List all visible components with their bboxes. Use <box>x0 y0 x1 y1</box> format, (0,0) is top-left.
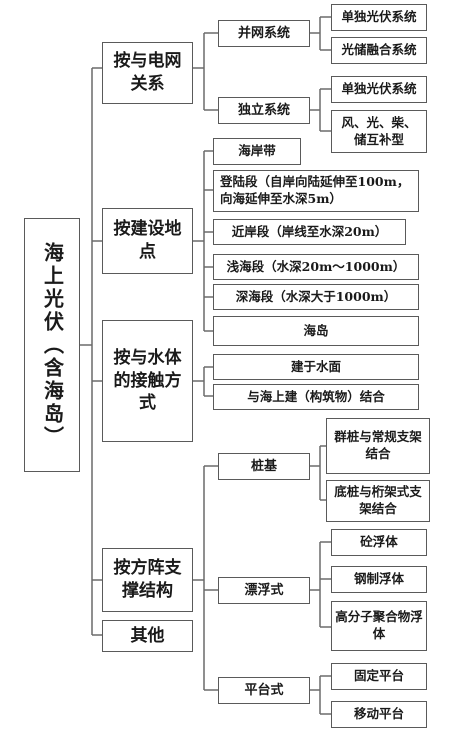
location-label: 海岛 <box>303 322 329 338</box>
leaf-label: 风、光、柴、储互补型 <box>341 114 417 147</box>
category-water-contact: 按与水体的接触方式 <box>102 320 193 442</box>
root-label: 海上光伏（含海岛） <box>40 241 65 449</box>
leaf-label: 钢制浮体 <box>353 571 404 587</box>
category-label: 按与电网关系 <box>113 51 182 94</box>
category-array-support: 按方阵支撑结构 <box>102 548 193 612</box>
leaf-pile-group: 群桩与常规支架结合 <box>326 418 430 474</box>
category-location: 按建设地点 <box>102 208 193 274</box>
contact-label: 建于水面 <box>290 358 341 374</box>
leaf-label: 单独光伏系统 <box>341 9 417 25</box>
node-grid-tied: 并网系统 <box>218 20 310 47</box>
category-other: 其他 <box>102 620 193 652</box>
location-label: 近岸段（岸线至水深20m） <box>231 223 388 239</box>
contact-with-structure: 与海上建（构筑物）结合 <box>213 384 419 410</box>
location-coastal-zone: 海岸带 <box>213 138 301 165</box>
location-label: 深海段（水深大于1000m） <box>235 288 397 304</box>
node-floating: 漂浮式 <box>218 577 310 604</box>
node-label: 平台式 <box>244 682 284 698</box>
leaf-label: 砼浮体 <box>360 534 398 550</box>
leaf-label: 移动平台 <box>353 706 404 722</box>
leaf-fixed-platform: 固定平台 <box>331 663 427 690</box>
leaf-label: 单独光伏系统 <box>341 81 417 97</box>
leaf-label: 固定平台 <box>353 668 404 684</box>
leaf-grid-tied-pv: 单独光伏系统 <box>331 4 427 31</box>
location-label: 海岸带 <box>238 143 276 159</box>
node-platform: 平台式 <box>218 677 310 704</box>
node-label: 独立系统 <box>237 102 290 118</box>
location-nearshore: 近岸段（岸线至水深20m） <box>213 219 406 245</box>
location-landing-section: 登陆段（自岸向陆延伸至100m，向海延伸至水深5m） <box>213 170 419 212</box>
node-label: 并网系统 <box>237 25 290 41</box>
category-label: 其他 <box>130 625 165 646</box>
node-label: 漂浮式 <box>244 582 284 598</box>
category-label: 按方阵支撑结构 <box>113 558 182 601</box>
node-standalone: 独立系统 <box>218 97 310 124</box>
leaf-standalone-hybrid: 风、光、柴、储互补型 <box>331 110 427 153</box>
location-shallow-sea: 浅海段（水深20m～1000m） <box>213 254 419 280</box>
leaf-label: 底桩与桁架式支架结合 <box>334 484 422 516</box>
leaf-label: 群桩与常规支架结合 <box>334 429 422 461</box>
location-deep-sea: 深海段（水深大于1000m） <box>213 284 419 310</box>
contact-on-water: 建于水面 <box>213 354 419 380</box>
location-island: 海岛 <box>213 316 419 346</box>
leaf-pile-truss: 底桩与桁架式支架结合 <box>326 480 430 522</box>
leaf-standalone-pv: 单独光伏系统 <box>331 76 427 103</box>
location-label: 浅海段（水深20m～1000m） <box>226 258 406 274</box>
leaf-label: 高分子聚合物浮体 <box>335 609 423 641</box>
node-pile: 桩基 <box>218 453 310 480</box>
leaf-steel-float: 钢制浮体 <box>331 566 427 593</box>
leaf-grid-tied-storage: 光储融合系统 <box>331 37 427 64</box>
category-grid-connection: 按与电网关系 <box>102 42 193 104</box>
category-label: 按建设地点 <box>113 219 182 262</box>
location-label: 登陆段（自岸向陆延伸至100m，向海延伸至水深5m） <box>220 174 410 206</box>
leaf-label: 光储融合系统 <box>341 42 417 58</box>
contact-label: 与海上建（构筑物）结合 <box>247 388 385 404</box>
root-node: 海上光伏（含海岛） <box>24 218 80 472</box>
node-label: 桩基 <box>250 458 277 474</box>
leaf-mobile-platform: 移动平台 <box>331 701 427 728</box>
category-label: 按与水体的接触方式 <box>113 347 182 414</box>
leaf-concrete-float: 砼浮体 <box>331 529 427 556</box>
leaf-polymer-float: 高分子聚合物浮体 <box>331 601 427 651</box>
